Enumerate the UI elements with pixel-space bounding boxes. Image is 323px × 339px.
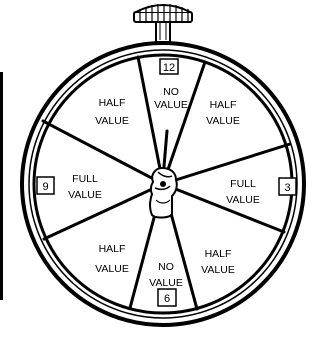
sector-top-line2: VALUE <box>154 99 188 111</box>
sector-top-right-line1: HALF <box>210 99 237 111</box>
sector-right-line1: FULL <box>230 178 256 190</box>
page-edge-bar <box>0 72 3 300</box>
sector-bottom-line2: VALUE <box>149 277 183 289</box>
number-left: 9 <box>42 181 48 193</box>
sector-bottom-line1: NO <box>158 261 174 273</box>
sector-top-line1: NO <box>163 86 179 98</box>
sector-top-left-line1: HALF <box>99 97 126 109</box>
sector-right-line2: VALUE <box>226 194 260 206</box>
sector-bottom-left-line1: HALF <box>99 243 126 255</box>
sector-bottom-right-line2: VALUE <box>201 264 235 276</box>
sector-left-line2: VALUE <box>68 189 102 201</box>
sector-bottom-right-line1: HALF <box>205 248 232 260</box>
sector-bottom-left-line2: VALUE <box>95 263 129 275</box>
number-bottom: 6 <box>164 293 170 305</box>
sector-top-right-line2: VALUE <box>206 115 240 127</box>
number-right: 3 <box>284 182 290 194</box>
sector-left-line1: FULL <box>72 173 98 185</box>
crown-knob <box>134 4 192 42</box>
number-top: 12 <box>163 62 175 74</box>
sector-top-left-line2: VALUE <box>95 115 129 127</box>
